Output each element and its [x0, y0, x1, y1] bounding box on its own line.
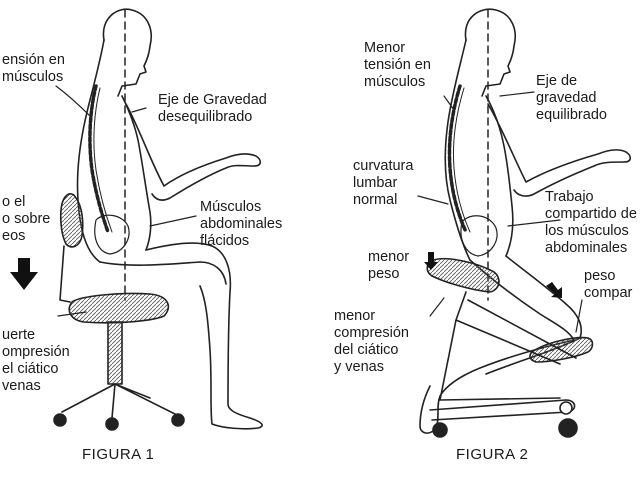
figure1-torso-front — [121, 95, 152, 251]
figure2-leader-knee — [575, 299, 583, 333]
figure1-leader-compression — [57, 311, 87, 317]
figure2-shared-weight-label: peso compar — [584, 268, 633, 301]
figure1-backrest — [59, 193, 84, 248]
figure1-column — [107, 321, 123, 385]
figure2-less-weight-label: menor peso — [368, 249, 410, 282]
figure1-arm — [125, 103, 262, 201]
figure2-less-weight-arrow — [424, 252, 438, 270]
figure2-spine — [447, 84, 468, 234]
figure2-shared-label: Trabajo compartido de los músculos abdom… — [545, 189, 637, 256]
figure1-base — [61, 383, 176, 419]
figure2-leader-compression — [429, 297, 445, 317]
figure2-gravity-label: Eje de gravedad equilibrado — [536, 73, 607, 123]
figure1-head — [102, 8, 152, 97]
figure2-head — [464, 8, 516, 97]
figure2-torso-front — [485, 95, 514, 257]
figure2-less-compression-label: menor compresión del ciático y venas — [334, 308, 409, 375]
figure2-arm — [487, 103, 632, 197]
figure1-weight-arrow — [10, 258, 38, 290]
figure2-seat — [426, 258, 500, 293]
figure1-compression-label: uerte ompresión el ciático venas — [2, 327, 70, 394]
figure2-frame — [439, 291, 577, 401]
figure1-drawing — [10, 8, 263, 431]
figure2-leader-tension — [443, 95, 455, 111]
figure2-leader-shared — [507, 219, 561, 227]
figure1-weight-label: o el o sobre eos — [2, 194, 51, 244]
figure2-knee-weight-arrow — [546, 282, 562, 298]
figure1-seat — [68, 292, 170, 324]
figure2-leader-lumbar — [417, 195, 449, 205]
figure1-leader-gravity — [131, 107, 147, 113]
figure2-shin — [419, 339, 575, 434]
figure2-leader-gravity — [499, 91, 535, 97]
figure1-gravity-label: Eje de Gravedad desequilibrado — [158, 92, 267, 125]
figure1-abdominal-label: Músculos abdominales flácidos — [200, 199, 283, 249]
figure2-drawing — [417, 8, 632, 438]
figure1-back — [76, 39, 105, 263]
figure1-leader-tension — [55, 85, 91, 117]
figure1-leader-abdominal — [149, 215, 197, 227]
figure1-spine — [88, 84, 110, 234]
figure1-tension-label: ensión en músculos — [2, 52, 65, 85]
figure1-caption: FIGURA 1 — [82, 446, 155, 463]
figure2-caption: FIGURA 2 — [456, 446, 529, 463]
figure1-thigh — [99, 261, 227, 285]
figure2-tension-label: Menor tensión en músculos — [364, 40, 431, 90]
figure2-back — [444, 39, 471, 261]
figure2-lumbar-label: curvatura lumbar normal — [353, 158, 414, 208]
figure1-leg — [145, 242, 263, 430]
